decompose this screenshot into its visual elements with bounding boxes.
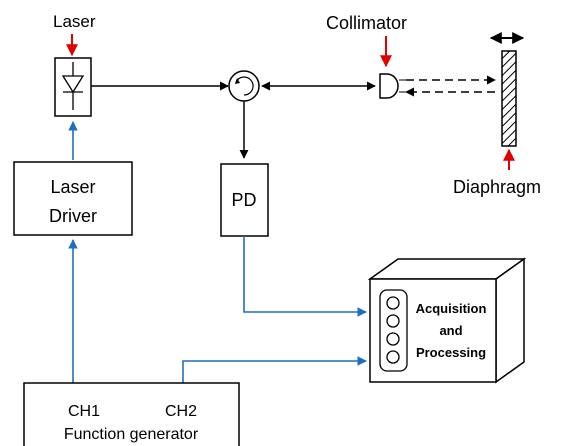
laser-driver-label-line2: Driver <box>49 206 97 226</box>
computer-box-icon <box>367 257 527 384</box>
acquisition-label-line3: Processing <box>416 345 486 360</box>
free-space-beam <box>405 75 496 97</box>
ch2-label: CH2 <box>165 403 197 420</box>
pd-to-acquisition-line <box>243 236 367 317</box>
ch1-label: CH1 <box>68 403 100 420</box>
ch2-to-acquisition-line <box>182 356 367 383</box>
diaphragm-label: Diaphragm <box>453 177 541 197</box>
diaphragm-icon <box>501 50 517 147</box>
function-generator-box: CH1 CH2 Function generator <box>23 382 240 446</box>
laser-diode-icon <box>54 57 92 117</box>
laser-label: Laser <box>53 12 96 31</box>
function-generator-label: Function generator <box>64 426 199 443</box>
collimator-label: Collimator <box>326 13 407 33</box>
collimator-lens-icon <box>379 73 406 99</box>
pd-box: PD <box>220 163 269 237</box>
laser-driver-label-line1: Laser <box>50 177 95 197</box>
acquisition-label-line2: and <box>439 323 462 338</box>
circulator-icon <box>228 70 260 102</box>
laser-driver-box: Laser Driver <box>13 161 133 236</box>
acquisition-label-line1: Acquisition <box>416 301 487 316</box>
pd-label: PD <box>231 190 256 210</box>
